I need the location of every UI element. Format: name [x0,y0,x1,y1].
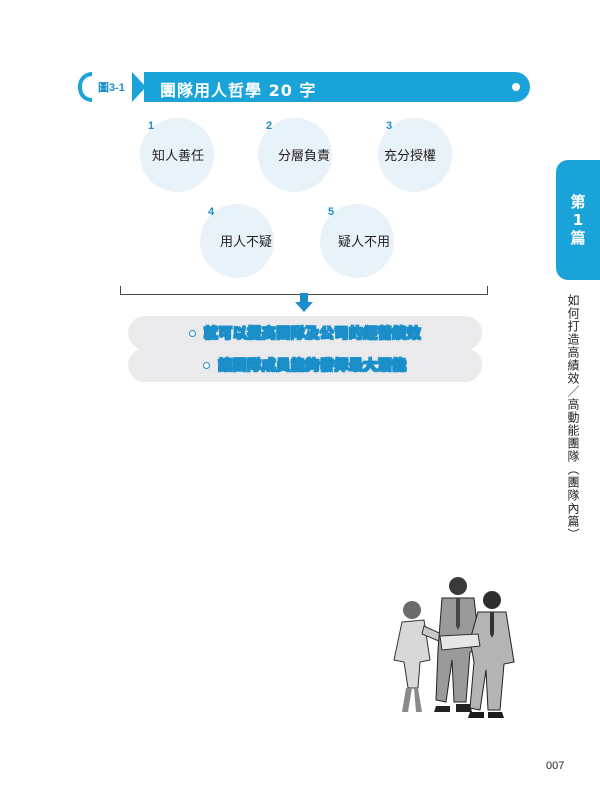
principle-circle [140,118,214,192]
principle-label: 分層負責 [278,149,331,164]
bullet-icon [188,329,196,337]
principle-number: 5 [328,206,335,218]
figure-chevron [132,72,146,102]
part-tab-line: 1 [572,211,584,229]
part-tab-line: 第 [570,193,586,211]
page-number: 007 [546,760,565,772]
figure-header: 圖3-1 團隊用人哲學 20 字 [78,72,530,102]
principle-number: 2 [266,120,273,132]
principle-label: 疑人不用 [338,235,391,250]
principle-number: 1 [148,120,155,132]
figure-tag: 圖3-1 [98,82,125,94]
figure-title-bar [144,72,530,102]
result-pill-1: 就可以提高團隊及公司的經營績效 [128,316,482,350]
principle-circle [320,204,394,278]
down-arrow-head [295,302,313,312]
bullet-icon [203,361,211,369]
principle-label: 知人善任 [152,149,205,164]
part-tab-line: 篇 [570,229,586,247]
principle-number: 3 [386,120,393,132]
principle-label: 充分授權 [384,149,437,164]
principle-item-5: 5 疑人不用 [320,200,430,290]
result-text: 就可以提高團隊及公司的經營績效 [203,326,422,343]
result-text: 讓團隊成員能夠發揮最大潛能 [218,358,407,375]
figure-title: 團隊用人哲學 20 字 [160,81,317,100]
business-people-handshake-clipart [393,577,515,718]
principle-number: 4 [208,206,215,218]
principle-label: 用人不疑 [220,235,273,250]
principle-circle [378,118,452,192]
principle-circle [258,118,332,192]
figure-header-cap [78,72,92,102]
figure-dot-icon [512,83,520,91]
principle-item-2: 2 分層負責 [258,114,368,204]
principle-item-1: 1 知人善任 [140,114,250,204]
part-title-vertical: 如何打造高績效／高動能團隊（團隊內篇） [566,294,580,541]
principle-circle [200,204,274,278]
down-arrow-icon [300,293,308,302]
principle-item-3: 3 充分授權 [378,114,488,204]
result-pill-2: 讓團隊成員能夠發揮最大潛能 [128,348,482,382]
part-tab: 第 1 篇 [556,160,600,280]
principle-item-4: 4 用人不疑 [200,200,310,290]
